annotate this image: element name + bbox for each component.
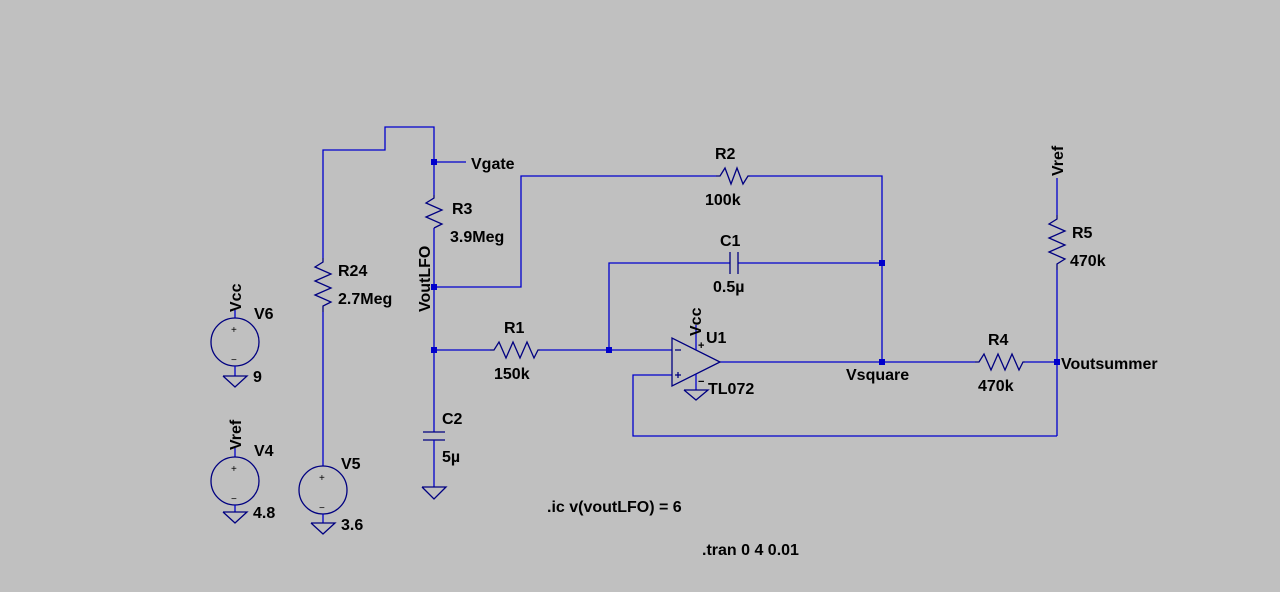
r5-ref: R5 <box>1072 225 1093 242</box>
directive-tran[interactable]: .tran 0 4 0.01 <box>702 542 799 559</box>
r2-value: 100k <box>705 192 741 209</box>
directive-ic[interactable]: .ic v(voutLFO) = 6 <box>547 499 682 516</box>
u1-vminus-mark: − <box>698 376 704 388</box>
c2-value: 5µ <box>442 449 460 466</box>
ground-icon <box>421 486 448 500</box>
net-label-vsquare: Vsquare <box>846 367 909 384</box>
v5-ref: V5 <box>341 456 361 473</box>
v5-plus-mark: + <box>319 473 325 484</box>
resistor-r24[interactable]: R24 2.7Meg <box>313 258 392 312</box>
r3-ref: R3 <box>452 201 473 218</box>
v4-plus-mark: + <box>231 464 237 475</box>
capacitor-c2[interactable]: C2 5µ <box>423 411 463 487</box>
r24-ref: R24 <box>338 263 367 280</box>
net-label-voutlfo: VoutLFO <box>417 246 434 312</box>
node-inverting-input <box>606 347 612 353</box>
resistor-r5[interactable]: R5 470k <box>1047 215 1106 270</box>
node-voutlfo <box>431 284 437 290</box>
v6-minus-mark: − <box>231 355 237 366</box>
net-label-vref-top: Vref <box>1050 145 1067 176</box>
r2-ref: R2 <box>715 146 736 163</box>
r1-ref: R1 <box>504 320 525 337</box>
r3-value: 3.9Meg <box>450 229 504 246</box>
node-r1-left <box>431 347 437 353</box>
v5-value: 3.6 <box>341 517 363 534</box>
resistor-r2[interactable]: R2 100k <box>705 146 750 209</box>
net-label-vgate: Vgate <box>471 156 515 173</box>
v4-value: 4.8 <box>253 505 275 522</box>
voltage-source-v6[interactable]: + − Vcc V6 9 <box>210 283 274 388</box>
c1-value: 0.5µ <box>713 279 744 296</box>
r5-value: 470k <box>1070 253 1106 270</box>
wires <box>322 126 1058 466</box>
r4-ref: R4 <box>988 332 1009 349</box>
u1-ref: U1 <box>706 330 727 347</box>
v4-ref: V4 <box>254 443 274 460</box>
r1-value: 150k <box>494 366 530 383</box>
u1-supply-label: Vcc <box>688 307 705 336</box>
v4-minus-mark: − <box>231 494 237 505</box>
ground-icon <box>683 389 710 401</box>
u1-value: TL072 <box>708 381 754 398</box>
opamp-u1[interactable]: + − Vcc U1 TL072 <box>671 307 754 401</box>
ground-icon <box>310 522 337 535</box>
node-voutsummer <box>1054 359 1060 365</box>
ground-icon <box>222 375 249 388</box>
ground-icon <box>222 511 249 524</box>
u1-vplus-mark: + <box>698 340 704 352</box>
voltage-source-v5[interactable]: + − V5 3.6 <box>298 456 363 535</box>
capacitor-c1[interactable]: C1 0.5µ <box>713 233 744 296</box>
v5-minus-mark: − <box>319 503 325 514</box>
node-vgate <box>431 159 437 165</box>
node-vsquare <box>879 359 885 365</box>
net-label-voutsummer: Voutsummer <box>1061 356 1158 373</box>
node-c1-right <box>879 260 885 266</box>
r4-value: 470k <box>978 378 1014 395</box>
v6-plus-mark: + <box>231 325 237 336</box>
c1-ref: C1 <box>720 233 741 250</box>
c2-ref: C2 <box>442 411 463 428</box>
v6-value: 9 <box>253 369 262 386</box>
resistor-r3[interactable]: R3 3.9Meg <box>424 195 504 246</box>
resistor-r1[interactable]: R1 150k <box>490 320 540 383</box>
v6-net-label: Vcc <box>228 283 245 312</box>
voltage-source-v4[interactable]: + − Vref V4 4.8 <box>210 419 275 524</box>
resistor-r4[interactable]: R4 470k <box>975 332 1025 395</box>
v6-ref: V6 <box>254 306 274 323</box>
junction-nodes <box>431 159 1060 365</box>
v4-net-label: Vref <box>228 419 245 450</box>
r24-value: 2.7Meg <box>338 291 392 308</box>
